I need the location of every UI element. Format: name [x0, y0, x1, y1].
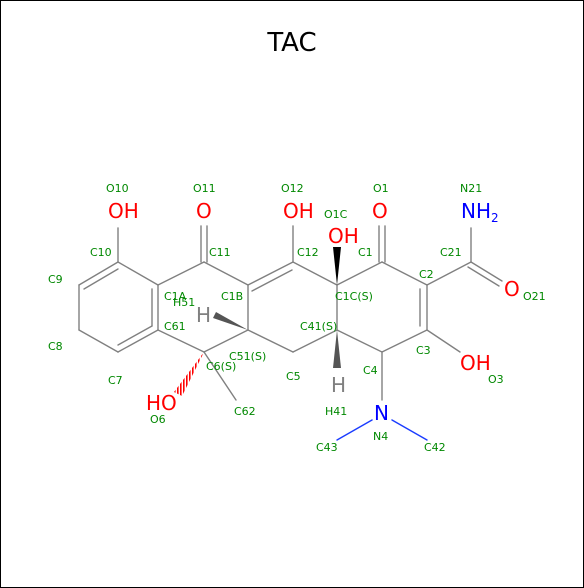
label-c1c: C1C(S): [335, 290, 373, 303]
bond-c1a-c11: [157, 261, 205, 286]
label-c12: C12: [297, 246, 319, 259]
label-c51: C51(S): [229, 350, 266, 363]
label-c5: C5: [286, 370, 301, 383]
label-c2: C2: [419, 268, 434, 281]
label-n21: N21: [460, 182, 482, 195]
label-o6: O6: [150, 413, 166, 426]
bond-c1-c2: [381, 261, 428, 286]
atom-oh-3: OH: [460, 351, 491, 375]
label-c6: C6(S): [206, 360, 236, 373]
bond-c51-c6: [203, 329, 249, 353]
label-c1: C1: [358, 246, 373, 259]
label-h51: H51: [173, 296, 195, 309]
bond-c21-o21-a: [470, 261, 503, 282]
bond-c10-c9-inner: [83, 268, 119, 290]
atom-oh-12: OH: [283, 199, 314, 223]
atom-oh-10: OH: [108, 199, 139, 223]
bond-c1b-c12-double: [251, 269, 293, 292]
atom-h-51: H: [196, 303, 211, 327]
bond-c3-c4: [381, 329, 428, 353]
atom-layer: OH O OH OH O NH2 O OH HO N H H: [108, 199, 520, 425]
bond-c41-c5: [292, 329, 338, 353]
label-o11: O11: [193, 182, 216, 195]
label-o10: O10: [106, 182, 129, 195]
bond-c1b-c12: [247, 261, 294, 286]
label-c1a: C1A: [164, 290, 187, 303]
molecule-title: TAC: [267, 28, 317, 58]
label-c41: C41(S): [300, 320, 337, 333]
label-c9: C9: [48, 273, 63, 286]
wedge-c51-h51: [213, 312, 248, 330]
label-c7: C7: [108, 374, 123, 387]
bond-layer: [78, 225, 503, 441]
bond-c10-c1a: [117, 261, 159, 286]
bond-c6-c61: [157, 329, 205, 353]
bond-c1c-c1: [336, 261, 383, 286]
label-c62: C62: [234, 405, 256, 418]
label-c10: C10: [90, 246, 112, 259]
bond-c8-c7: [78, 329, 119, 353]
bond-c4-c41: [336, 329, 383, 353]
atom-n-4: N: [374, 401, 389, 425]
wedge-c1c-o1c: [333, 247, 341, 285]
label-c42: C42: [424, 441, 446, 454]
label-o1: O1: [373, 182, 389, 195]
atom-o-1: O: [372, 199, 388, 223]
label-c3: C3: [416, 344, 431, 357]
label-layer: O10 O11 O12 O1 N21 O1C C10 C11 C12 C1 C2…: [48, 182, 546, 454]
stereo-bonds: [174, 247, 341, 396]
bond-c10-c9: [78, 261, 119, 286]
label-n4: N4: [373, 430, 388, 443]
atom-nh2-subscript: 2: [491, 211, 499, 225]
wedge-c41-h41: [333, 330, 341, 368]
label-c1b: C1B: [221, 290, 243, 303]
label-o12: O12: [281, 182, 304, 195]
label-c8: C8: [48, 340, 63, 353]
label-c11: C11: [209, 246, 231, 259]
bond-c5-c51: [247, 329, 294, 353]
label-c4: C4: [363, 364, 378, 377]
atom-o-21: O: [504, 277, 520, 301]
bond-c12-c1c: [292, 261, 338, 286]
label-o1c: O1C: [324, 208, 348, 221]
label-h41: H41: [325, 405, 347, 418]
atom-ho-6: HO: [146, 391, 177, 415]
label-c43: C43: [316, 441, 338, 454]
bond-c3-o3: [426, 329, 461, 353]
atom-o-11: O: [196, 199, 212, 223]
bond-c21-o21-b: [467, 266, 500, 287]
bond-n4-c42: [391, 419, 428, 441]
bond-c11-c1b: [203, 261, 249, 286]
bond-n4-c43: [336, 419, 373, 441]
bond-c6-c62: [203, 351, 237, 401]
bond-c7-c61: [117, 329, 159, 353]
atom-nh2-text: NH: [461, 199, 491, 223]
atom-nh2: NH2: [461, 199, 499, 225]
bond-c2-c21: [426, 261, 472, 286]
atom-h-41: H: [331, 373, 346, 397]
atom-oh-1c: OH: [328, 224, 359, 248]
label-o3: O3: [488, 373, 504, 386]
bond-c7-c61-inner: [117, 325, 153, 346]
label-c21: C21: [440, 246, 462, 259]
label-c61: C61: [164, 320, 186, 333]
label-o21: O21: [523, 290, 546, 303]
hash-c6-o6: [174, 352, 204, 396]
